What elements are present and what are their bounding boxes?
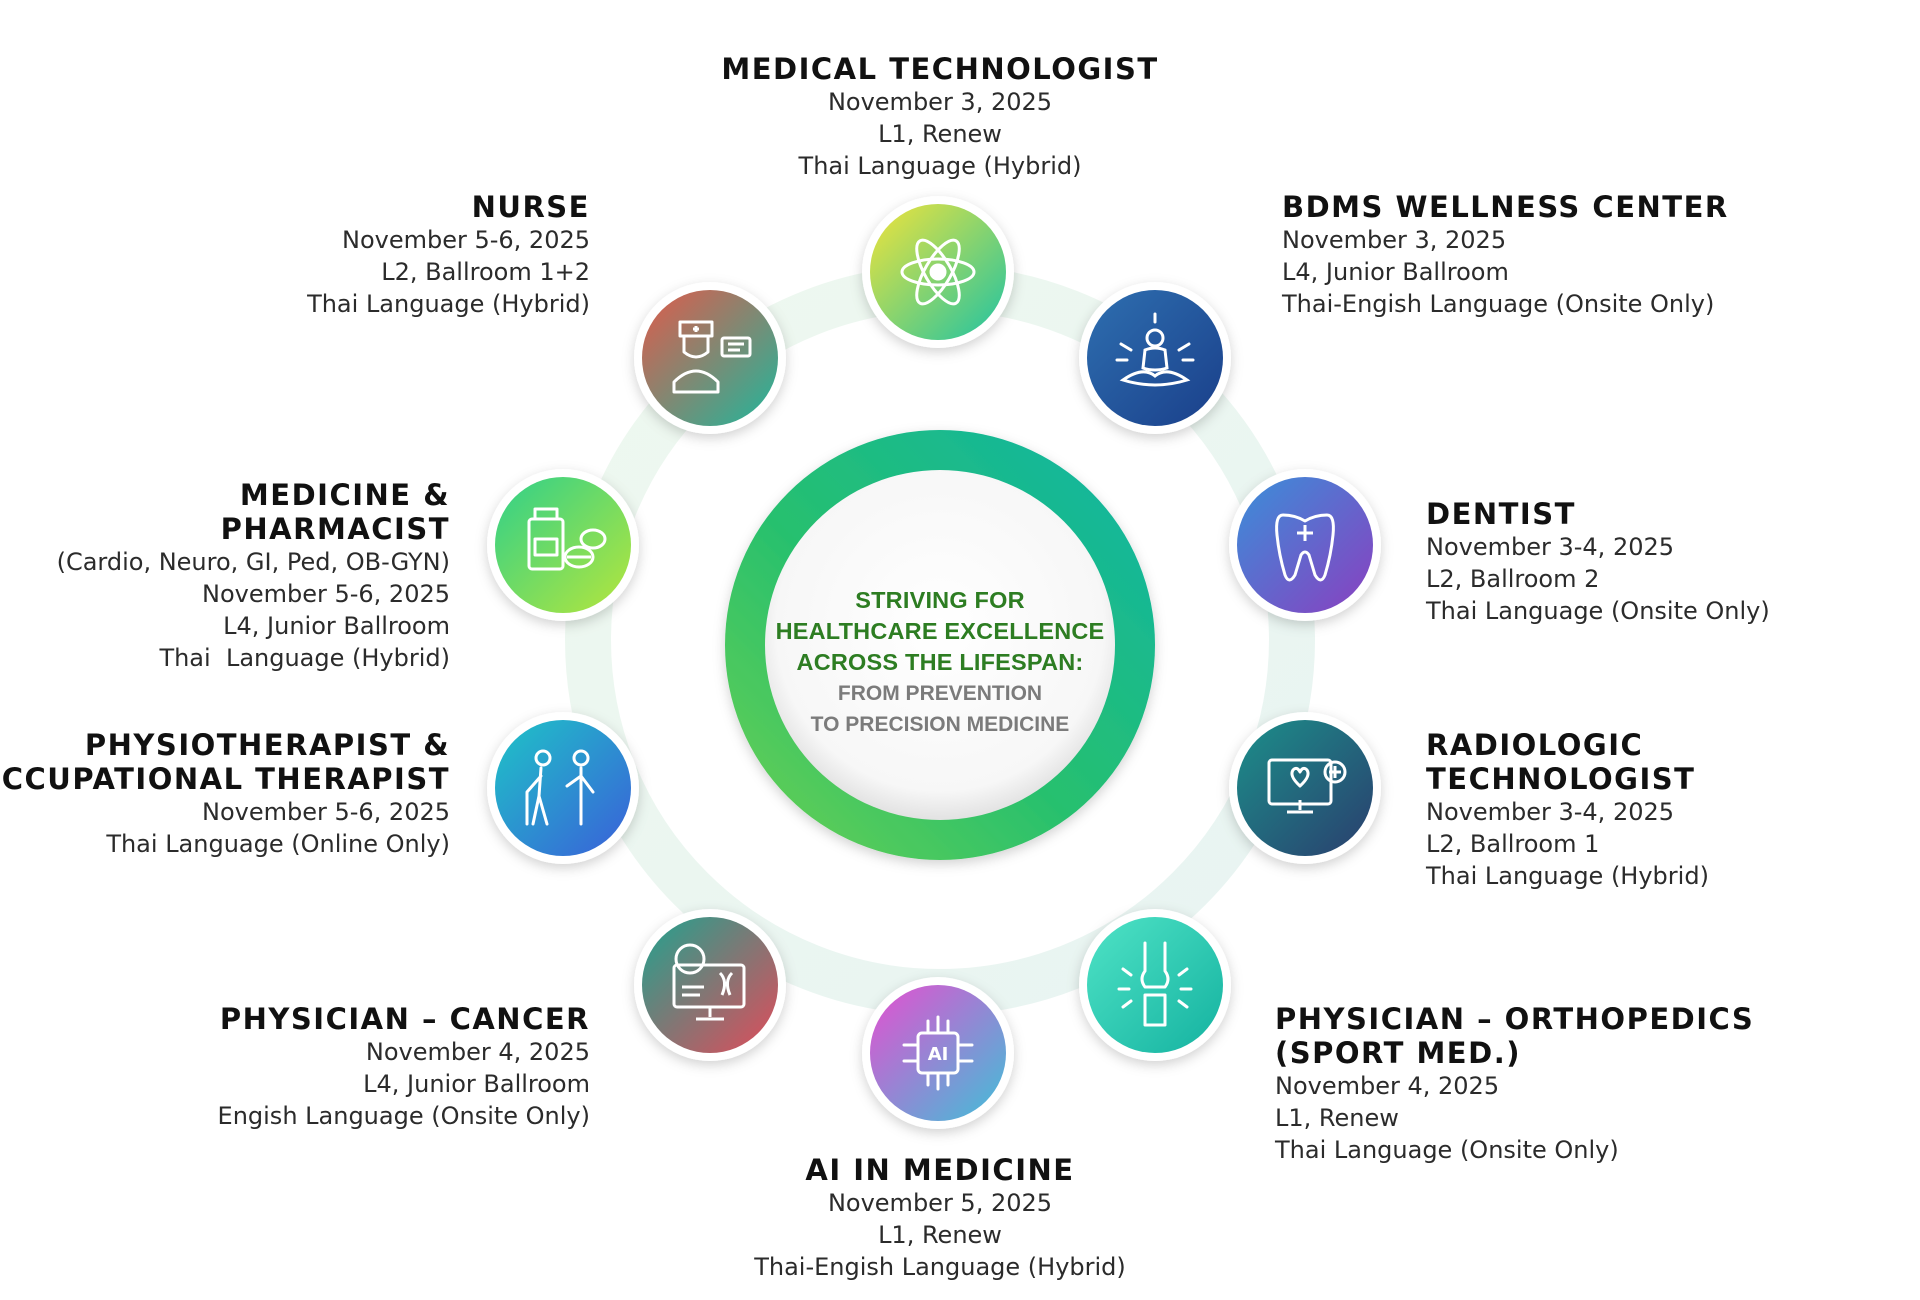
tagline-line-2: HEALTHCARE EXCELLENCE [775, 618, 1105, 644]
node-dentist [1229, 469, 1381, 621]
medicine-bottle-icon [527, 507, 607, 571]
label-nurse: NURSE November 5-6, 2025 L2, Ballroom 1+… [307, 190, 590, 320]
tagline-line-1: STRIVING FOR [855, 587, 1025, 613]
label-venue: L1, Renew [1275, 1104, 1399, 1132]
label-language: Thai Language (Online Only) [106, 830, 450, 858]
label-language: Thai Language (Hybrid) [307, 290, 590, 318]
label-bdms-wellness-center: BDMS WELLNESS CENTER November 3, 2025 L4… [1282, 190, 1729, 320]
center-disc [765, 470, 1115, 820]
label-venue: L4, Junior Ballroom [363, 1070, 590, 1098]
label-language: Thai-Engish Language (Hybrid) [754, 1253, 1126, 1281]
node-physician-orthopedics [1079, 909, 1231, 1061]
label-venue: L2, Ballroom 1 [1426, 830, 1600, 858]
label-physiotherapist: PHYSIOTHERAPIST & CCUPATIONAL THERAPIST … [2, 728, 450, 860]
label-date: November 5-6, 2025 [201, 580, 450, 608]
label-title: DENTIST [1426, 497, 1576, 531]
label-language: Thai Language (Onsite Only) [1275, 1136, 1619, 1164]
svg-text:AI: AI [928, 1044, 949, 1065]
tagline-line-5: TO PRECISION MEDICINE [810, 713, 1070, 736]
label-medicine-pharmacist: MEDICINE & PHARMACIST (Cardio, Neuro, GI… [0, 478, 450, 674]
label-title: PHYSICIAN – ORTHOPEDICS [1275, 1002, 1755, 1036]
label-title: RADIOLOGIC TECHNOLOGIST [1426, 728, 1696, 796]
node-physician-cancer [634, 909, 786, 1061]
label-physician-orthopedics: PHYSICIAN – ORTHOPEDICS (SPORT MED.) Nov… [1275, 1002, 1754, 1166]
node-medical-technologist [862, 196, 1014, 348]
label-date: November 5-6, 2025 [201, 798, 450, 826]
meditation-icon [1115, 312, 1195, 387]
label-date: November 3, 2025 [827, 88, 1053, 116]
node-ai-in-medicine: AI [862, 977, 1014, 1129]
label-title-line-2: CCUPATIONAL THERAPIST [1, 762, 450, 796]
node-nurse [634, 282, 786, 434]
label-date: November 5-6, 2025 [341, 226, 590, 254]
monitor-heart-icon [1267, 758, 1347, 814]
atom-icon [900, 238, 976, 306]
label-medical-technologist: MEDICAL TECHNOLOGIST November 3, 2025 L1… [660, 52, 1220, 182]
label-date: November 3-4, 2025 [1426, 533, 1675, 561]
node-bdms-wellness-center [1079, 282, 1231, 434]
tagline-line-3: ACROSS THE LIFESPAN: [796, 649, 1084, 675]
label-title-line-2: (SPORT MED.) [1275, 1036, 1521, 1070]
label-language: Engish Language (Onsite Only) [217, 1102, 590, 1130]
label-language: Thai Language (Hybrid) [798, 152, 1082, 180]
label-date: November 3-4, 2025 [1426, 798, 1675, 826]
label-venue: L4, Junior Ballroom [223, 612, 450, 640]
label-physician-cancer: PHYSICIAN – CANCER November 4, 2025 L4, … [218, 1002, 590, 1132]
label-language: Thai-Engish Language (Onsite Only) [1282, 290, 1715, 318]
label-title: MEDICAL TECHNOLOGIST [721, 52, 1159, 86]
label-venue: L1, Renew [878, 1221, 1002, 1249]
center-tagline: STRIVING FOR HEALTHCARE EXCELLENCE ACROS… [720, 585, 1160, 740]
label-radiologic-technologist: RADIOLOGIC TECHNOLOGIST November 3-4, 20… [1426, 728, 1920, 892]
label-venue: L2, Ballroom 1+2 [381, 258, 590, 286]
label-date: November 5, 2025 [827, 1189, 1053, 1217]
nurse-icon [672, 320, 752, 394]
label-venue: L1, Renew [878, 120, 1002, 148]
knee-joint-icon [1117, 941, 1193, 1027]
node-physiotherapist [487, 712, 639, 864]
label-language: Thai Language (Hybrid) [1426, 862, 1709, 890]
label-title: AI IN MEDICINE [805, 1153, 1075, 1187]
label-language: Thai Language (Hybrid) [159, 644, 450, 672]
node-medicine-pharmacist [487, 469, 639, 621]
node-radiologic-technologist [1229, 712, 1381, 864]
label-date: November 4, 2025 [365, 1038, 590, 1066]
label-title: PHYSIOTHERAPIST & [84, 728, 450, 762]
tooth-icon [1275, 513, 1335, 582]
label-date: November 3, 2025 [1282, 226, 1507, 254]
ai-chip-icon: AI [902, 1015, 974, 1091]
label-venue: L4, Junior Ballroom [1282, 258, 1509, 286]
tagline-line-4: FROM PREVENTION [837, 682, 1043, 705]
label-specialties: (Cardio, Neuro, GI, Ped, OB-GYN) [56, 548, 450, 576]
label-title: PHYSICIAN – CANCER [219, 1002, 590, 1036]
label-title: BDMS WELLNESS CENTER [1282, 190, 1729, 224]
label-dentist: DENTIST November 3-4, 2025 L2, Ballroom … [1426, 497, 1770, 627]
label-date: November 4, 2025 [1275, 1072, 1500, 1100]
elderly-care-icon [525, 749, 595, 826]
label-title: NURSE [471, 190, 590, 224]
cancer-screen-icon [672, 943, 746, 1021]
label-ai-in-medicine: AI IN MEDICINE November 5, 2025 L1, Rene… [660, 1153, 1220, 1283]
label-language: Thai Language (Onsite Only) [1426, 597, 1770, 625]
label-title: MEDICINE & PHARMACIST [220, 478, 450, 546]
label-venue: L2, Ballroom 2 [1426, 565, 1600, 593]
